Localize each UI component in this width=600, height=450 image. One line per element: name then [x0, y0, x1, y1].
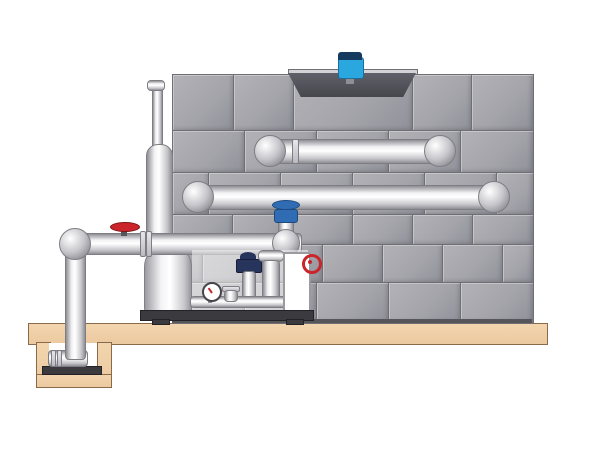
- pipe-elbow-sphere: [424, 135, 456, 167]
- tower-panel: [382, 244, 444, 284]
- level-sensor: [338, 57, 364, 79]
- tower-panel: [233, 74, 295, 132]
- tower-panel: [460, 282, 534, 324]
- tower-panel: [322, 244, 384, 284]
- red-valve-handwheel: [302, 254, 322, 274]
- small-valve: [224, 290, 238, 302]
- sump-pump-base: [42, 366, 102, 375]
- red-gate-valve-handwheel: [110, 222, 140, 232]
- red-valve-hub: [308, 260, 312, 264]
- pipe-elbow-sphere: [59, 228, 91, 260]
- tower-panel: [460, 130, 534, 174]
- skid-foot: [152, 319, 170, 325]
- sump-pump-rib: [51, 350, 56, 367]
- pipe-elbow-sphere: [254, 135, 286, 167]
- tower-panel: [412, 74, 473, 132]
- control-valve-actuator: [240, 252, 256, 261]
- pipe-flange: [292, 139, 299, 164]
- tower-panel: [172, 74, 235, 132]
- tower-panel: [472, 214, 534, 246]
- pump-skid-base: [140, 310, 314, 321]
- vent-pipe: [152, 84, 163, 150]
- sensor-stem: [346, 76, 354, 84]
- skid-foot: [286, 319, 304, 325]
- tower-panel: [412, 214, 474, 246]
- tower-panel: [172, 130, 246, 174]
- sump-pit-bottom: [36, 374, 112, 388]
- tower-panel: [502, 244, 534, 284]
- tower-panel: [471, 74, 534, 132]
- blue-gate-valve: [274, 209, 298, 223]
- pipe-elbow-sphere: [182, 181, 214, 213]
- tower-base-edge: [172, 319, 532, 323]
- middle-distribution-pipe: [196, 185, 494, 210]
- tower-panel: [388, 282, 462, 324]
- pipe-flange: [146, 231, 152, 257]
- riser-pipe: [146, 144, 173, 246]
- pipe-elbow-sphere: [478, 181, 510, 213]
- pipe-flange: [140, 231, 146, 257]
- red-valve-stem: [121, 229, 127, 236]
- tower-panel: [442, 244, 504, 284]
- drop-pipe: [65, 252, 86, 360]
- tower-panel: [352, 214, 414, 246]
- vent-pipe-elbow: [147, 80, 165, 91]
- sump-pump-rib: [57, 350, 62, 367]
- level-sensor-cap: [338, 52, 362, 60]
- tower-panel: [316, 282, 390, 324]
- pressure-gauge: [202, 282, 222, 302]
